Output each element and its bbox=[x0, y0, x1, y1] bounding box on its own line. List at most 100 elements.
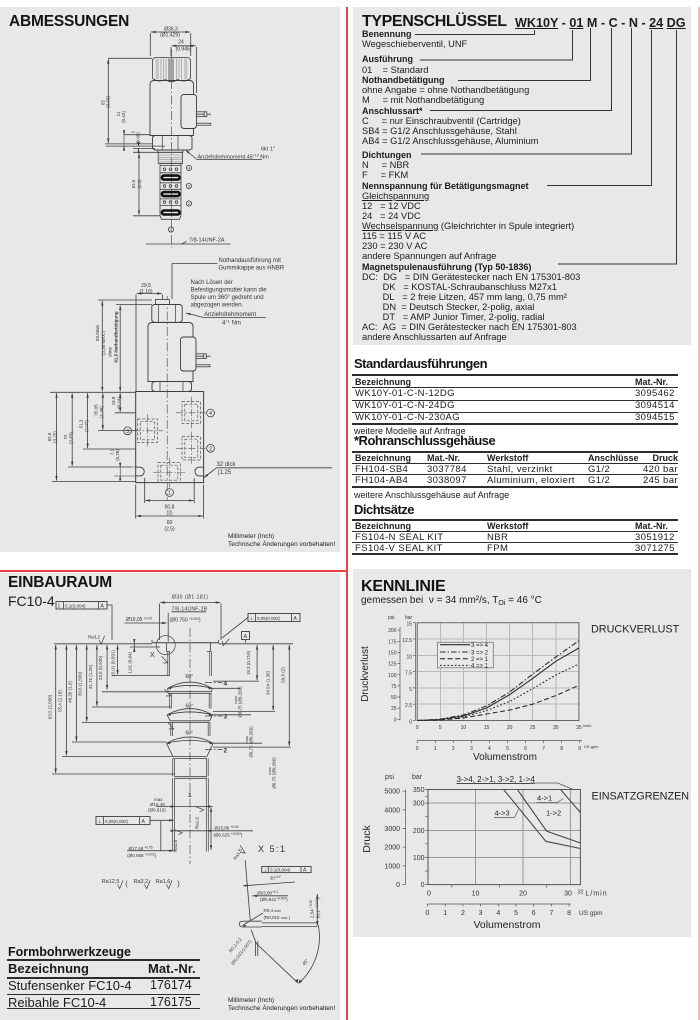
svg-text:R0,4 max: R0,4 max bbox=[264, 908, 282, 913]
svg-text:100: 100 bbox=[388, 673, 397, 679]
svg-text:10: 10 bbox=[461, 725, 467, 731]
svg-text:5: 5 bbox=[506, 746, 509, 752]
svg-text:1->2: 1->2 bbox=[546, 809, 561, 818]
svg-text:1: 1 bbox=[188, 792, 192, 799]
svg-text:max: max bbox=[244, 736, 249, 744]
svg-text:2: 2 bbox=[452, 746, 455, 752]
svg-text:1,01 (0,04): 1,01 (0,04) bbox=[128, 651, 133, 673]
svg-text:(Ø0.625 +0.002): (Ø0.625 +0.002) bbox=[214, 832, 243, 838]
svg-text:3: 3 bbox=[224, 714, 228, 721]
svg-text:0: 0 bbox=[416, 725, 419, 731]
svg-text:X: X bbox=[150, 652, 155, 659]
svg-text:5: 5 bbox=[439, 725, 442, 731]
svg-text:30: 30 bbox=[553, 725, 559, 731]
svg-text:3 => 2: 3 => 2 bbox=[471, 650, 489, 656]
svg-text:2000: 2000 bbox=[384, 845, 400, 852]
svg-text:0: 0 bbox=[427, 891, 431, 898]
svg-text:60: 60 bbox=[167, 520, 173, 526]
svg-text:5: 5 bbox=[409, 687, 412, 693]
svg-text:35: 35 bbox=[576, 725, 582, 731]
svg-text:75: 75 bbox=[391, 684, 397, 690]
svg-text:8: 8 bbox=[567, 910, 571, 917]
svg-text:150: 150 bbox=[388, 651, 397, 657]
svg-text:25: 25 bbox=[530, 725, 536, 731]
svg-text:82: 82 bbox=[100, 100, 105, 106]
svg-text:A: A bbox=[294, 616, 298, 622]
svg-text:Ra3,2: Ra3,2 bbox=[88, 635, 101, 640]
svg-text:30°±1°: 30°±1° bbox=[270, 875, 282, 881]
svg-text:Ra1,6: Ra1,6 bbox=[233, 847, 244, 860]
svg-text:6kt 1": 6kt 1" bbox=[261, 147, 275, 153]
svg-text:max: max bbox=[154, 797, 163, 802]
svg-text:Nothandausführung mit: Nothandausführung mit bbox=[219, 258, 282, 264]
svg-text:3: 3 bbox=[188, 184, 191, 189]
svg-text:4+1 Nm: 4+1 Nm bbox=[222, 319, 241, 327]
svg-text:(Ø0.750 +0.002): (Ø0.750 +0.002) bbox=[170, 617, 201, 624]
svg-text:(Ø0.941+0.004): (Ø0.941+0.004) bbox=[260, 897, 288, 903]
svg-text:(Ø0.610): (Ø0.610) bbox=[148, 808, 166, 813]
svg-text:bar: bar bbox=[412, 774, 423, 781]
svg-text:Anziehdrehmoment: Anziehdrehmoment bbox=[204, 312, 256, 318]
svg-text:45°: 45° bbox=[301, 958, 309, 967]
svg-text:Gummikappe aus HNBR: Gummikappe aus HNBR bbox=[219, 266, 285, 272]
svg-text:0: 0 bbox=[421, 882, 425, 889]
svg-text:15,01 (0,591): 15,01 (0,591) bbox=[111, 650, 116, 677]
svg-text:⊥: ⊥ bbox=[98, 819, 102, 825]
svg-text:0: 0 bbox=[396, 882, 400, 889]
svg-text:15: 15 bbox=[406, 622, 412, 628]
svg-text:48,26 (1,9): 48,26 (1,9) bbox=[68, 681, 73, 703]
svg-text:4 => 1: 4 => 1 bbox=[471, 664, 489, 670]
svg-text:3000: 3000 bbox=[384, 826, 400, 833]
svg-text:18,8: 18,8 bbox=[111, 396, 116, 405]
svg-text:34,54 (1.36): 34,54 (1.36) bbox=[266, 670, 271, 695]
svg-text:0,1(0,004): 0,1(0,004) bbox=[65, 603, 86, 608]
svg-text:ohne: ohne bbox=[108, 346, 113, 357]
svg-text:3: 3 bbox=[479, 910, 483, 917]
svg-text:10: 10 bbox=[472, 891, 480, 898]
svg-text:(0.43): (0.43) bbox=[121, 111, 126, 123]
svg-text:35,05: 35,05 bbox=[94, 404, 99, 416]
svg-text:(2): (2) bbox=[166, 511, 172, 517]
svg-text:6: 6 bbox=[524, 746, 527, 752]
svg-text:100: 100 bbox=[413, 855, 425, 862]
svg-text:psi: psi bbox=[385, 774, 394, 781]
svg-text:0: 0 bbox=[409, 720, 412, 726]
svg-text:72: 72 bbox=[63, 434, 68, 440]
svg-text:2: 2 bbox=[461, 910, 465, 917]
svg-text:7: 7 bbox=[542, 746, 545, 752]
svg-text:60°: 60° bbox=[186, 703, 194, 709]
svg-text:51,3: 51,3 bbox=[78, 419, 83, 428]
svg-text:Druck: Druck bbox=[361, 825, 373, 853]
svg-text:DRUCKVERLUST: DRUCKVERLUST bbox=[591, 624, 680, 636]
svg-text:Ø30 (Ø1.181): Ø30 (Ø1.181) bbox=[172, 595, 209, 601]
svg-text:⊥: ⊥ bbox=[263, 868, 267, 874]
svg-text:psi: psi bbox=[388, 615, 394, 621]
svg-text:(Ø0.688 +0.002): (Ø0.688 +0.002) bbox=[127, 852, 156, 858]
svg-text:(1,38): (1,38) bbox=[99, 406, 104, 418]
svg-text:(1.25: (1.25 bbox=[218, 470, 232, 476]
svg-text:7/8-14UNF-2A: 7/8-14UNF-2A bbox=[189, 237, 225, 243]
svg-text:(0,1 +0.015): (0,1 +0.015) bbox=[315, 897, 321, 918]
svg-text:2.5: 2.5 bbox=[405, 703, 412, 709]
svg-text:0,05(0,002): 0,05(0,002) bbox=[257, 616, 281, 621]
svg-text:5: 5 bbox=[514, 910, 518, 917]
svg-text:3->4, 2->1, 3->2, 1->4: 3->4, 2->1, 3->2, 1->4 bbox=[457, 775, 536, 784]
svg-text:Befestigungsmutter kann die: Befestigungsmutter kann die bbox=[191, 288, 268, 294]
svg-text:X 5:1: X 5:1 bbox=[258, 844, 287, 854]
svg-text:4->1: 4->1 bbox=[537, 794, 552, 803]
svg-text:(R0,015 max ): (R0,015 max ) bbox=[264, 915, 291, 920]
svg-text:Ra3,2: Ra3,2 bbox=[134, 879, 149, 885]
svg-text:8: 8 bbox=[560, 746, 563, 752]
svg-text:4: 4 bbox=[209, 411, 212, 417]
svg-text:11: 11 bbox=[116, 111, 121, 116]
svg-text:7.5: 7.5 bbox=[405, 671, 412, 677]
svg-text:(1.16): (1.16) bbox=[139, 289, 152, 295]
svg-text:6: 6 bbox=[532, 910, 536, 917]
svg-text:63,5: 63,5 bbox=[131, 179, 136, 188]
svg-text:175: 175 bbox=[388, 639, 397, 645]
svg-text:10: 10 bbox=[406, 654, 412, 660]
svg-text:(2,5): (2,5) bbox=[164, 527, 175, 533]
svg-text:2: 2 bbox=[188, 201, 191, 206]
svg-text:(2.5): (2.5) bbox=[137, 179, 142, 189]
svg-text:18,3 (0,719): 18,3 (0,719) bbox=[246, 650, 251, 675]
